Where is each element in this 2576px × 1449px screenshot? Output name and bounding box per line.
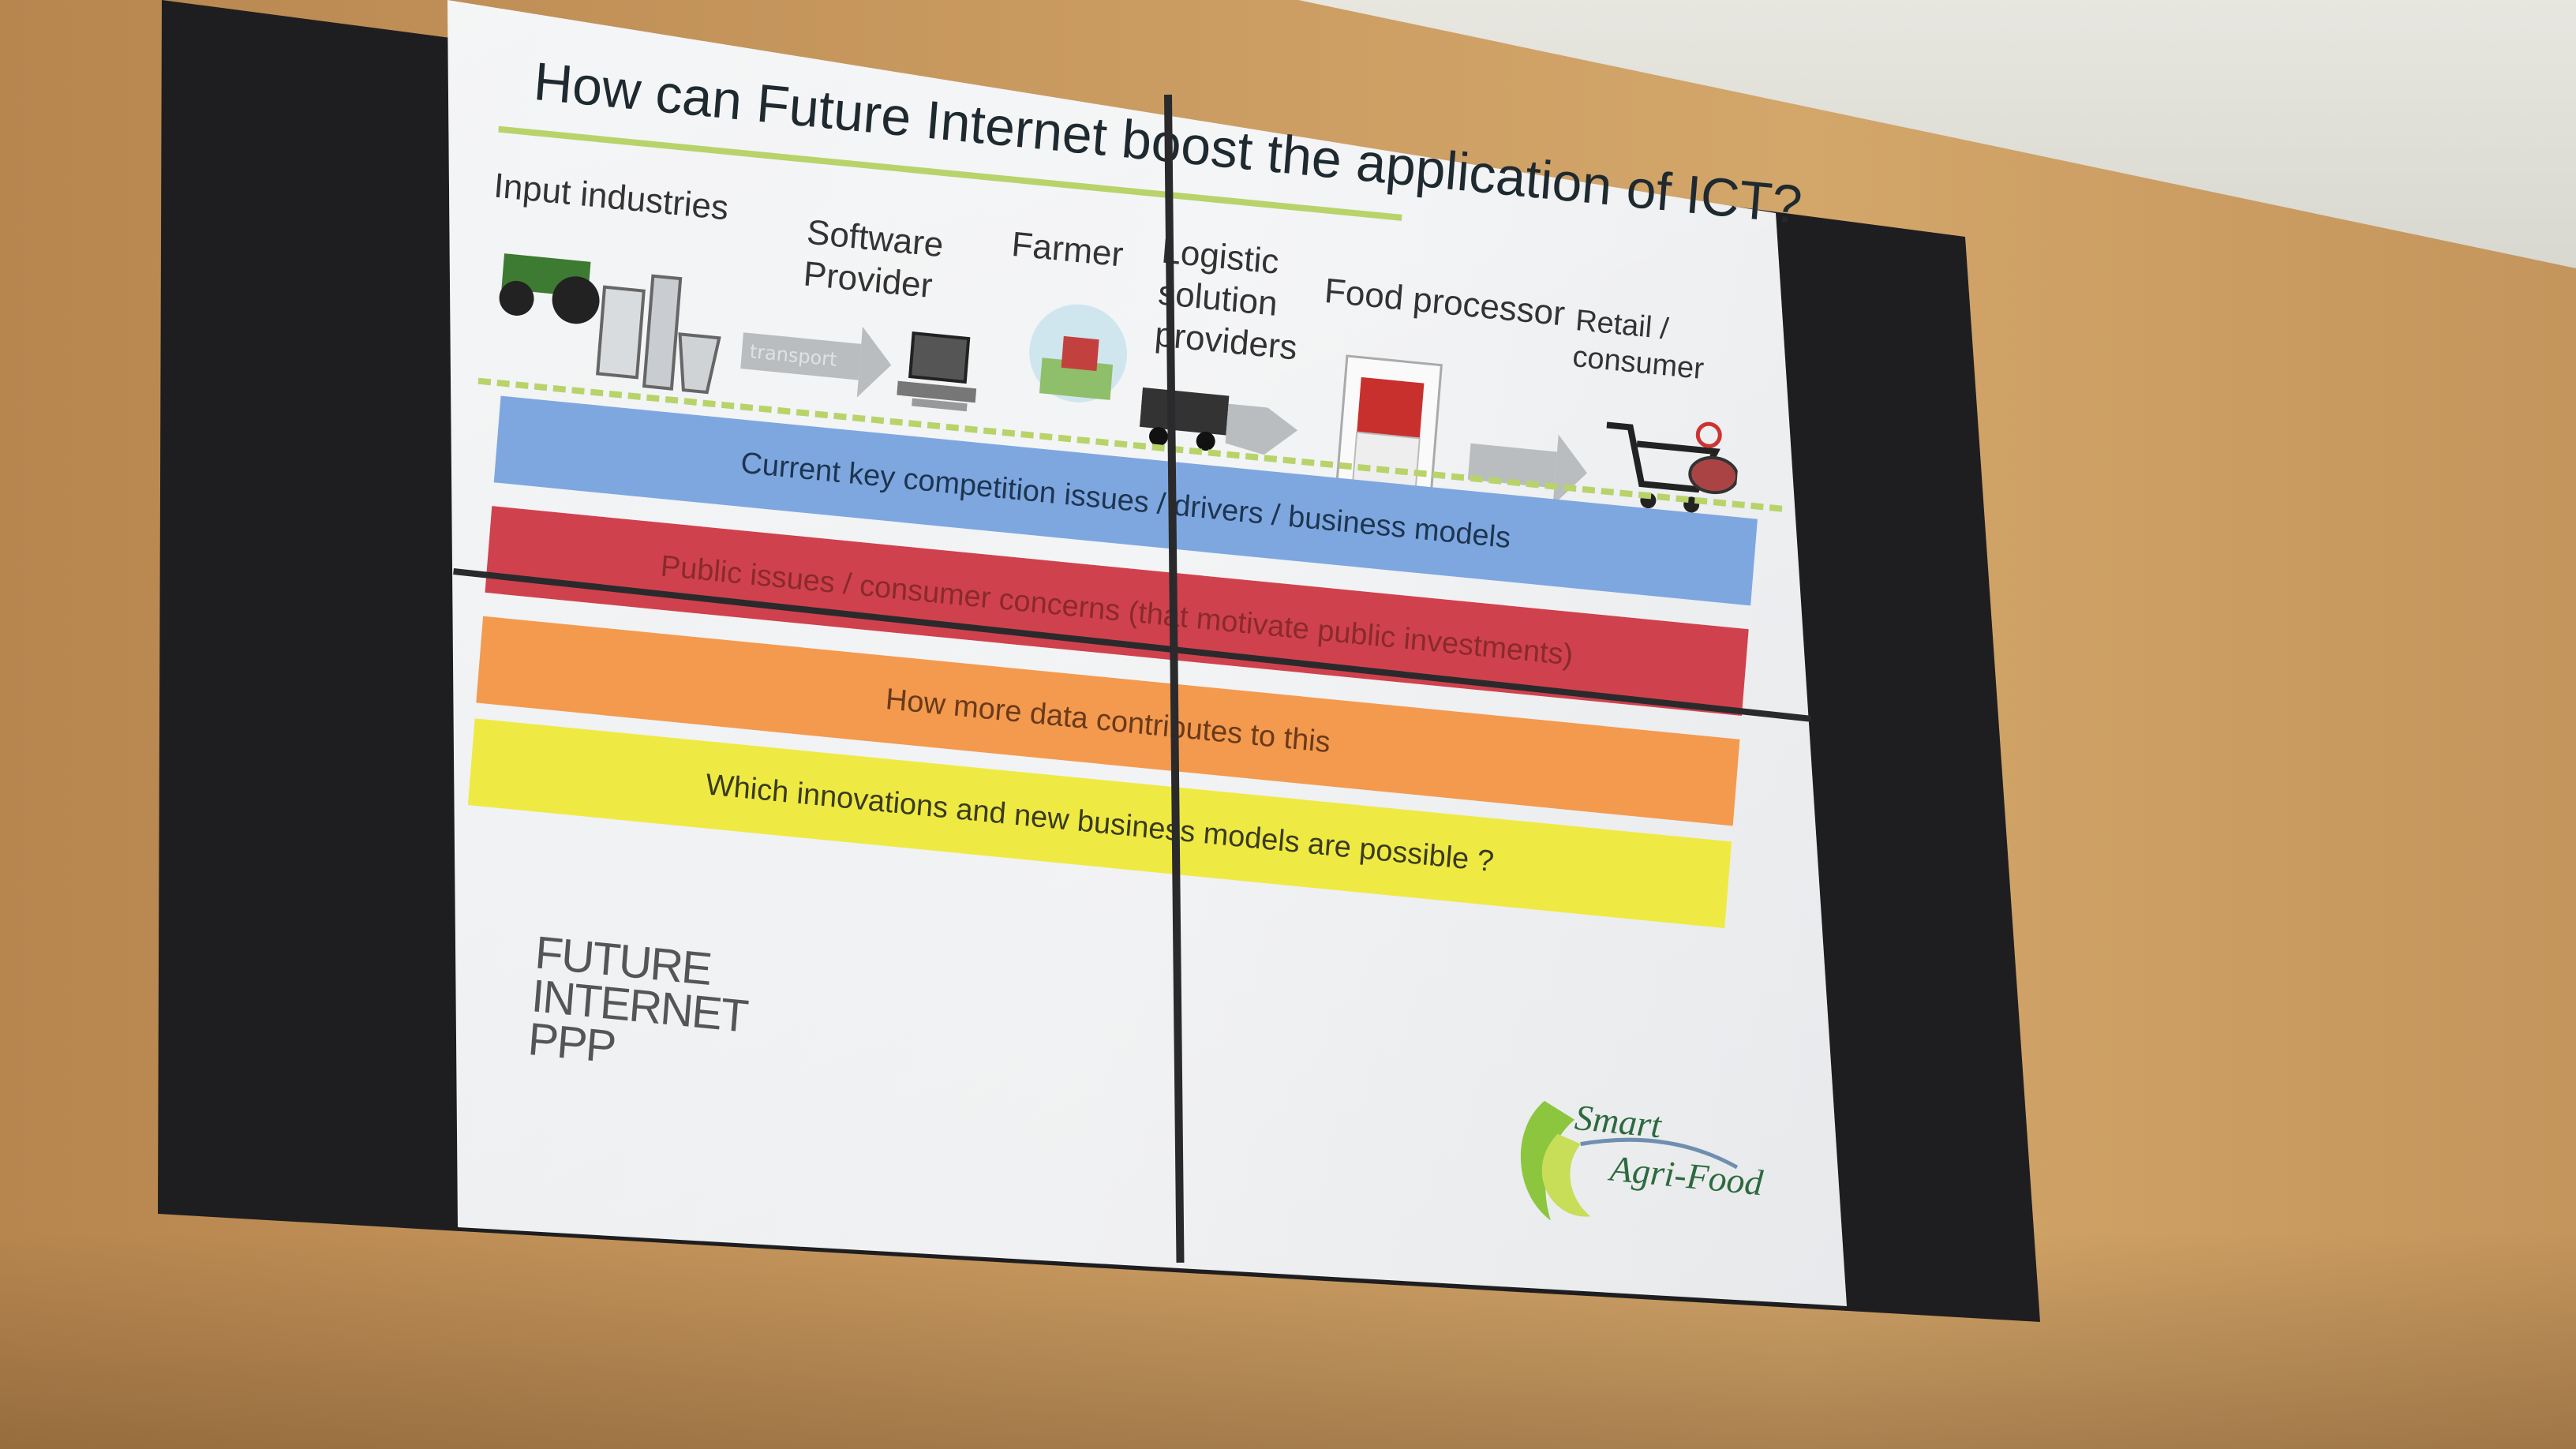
tractor-lab-icon <box>499 253 721 395</box>
smart-agrifood-logo: Smart Agri-Food <box>1502 1082 1765 1263</box>
stage-label-farmer: Farmer <box>1010 224 1125 275</box>
leaf-icon <box>1521 1100 1739 1221</box>
stage-label-food-processor: Food processor <box>1323 271 1567 334</box>
stage-label-logistic: Logistic solution providers <box>1153 231 1299 368</box>
future-internet-logo: FUTURE INTERNET PPP <box>526 927 752 1082</box>
shopping-cart-icon <box>1606 421 1739 513</box>
presentation-slide: How can Future Internet boost the applic… <box>410 47 1809 1355</box>
farm-icon <box>1029 304 1128 402</box>
saf-logo-line-1: Smart <box>1573 1096 1663 1146</box>
truck-icon <box>1139 387 1298 455</box>
stage-label-retail: Retail / consumer <box>1571 304 1705 386</box>
stage-label-software-provider: Software Provider <box>802 212 945 305</box>
flow-arrow-1: transport <box>740 332 862 380</box>
stage-label-input-industries: Input industries <box>492 166 730 228</box>
computer-icon <box>897 331 977 412</box>
